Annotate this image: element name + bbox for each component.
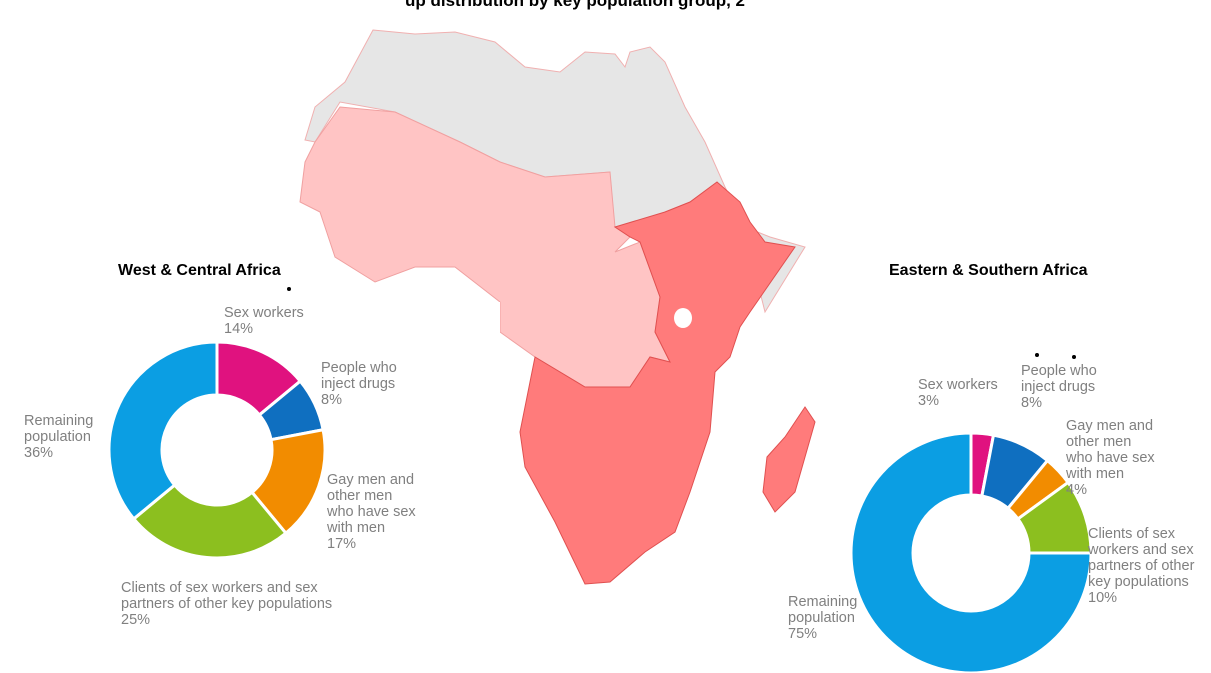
lake-victoria: [674, 308, 692, 328]
label-text: workers and sex: [1088, 542, 1194, 558]
page-title-cut: up distribution by key population group,…: [405, 0, 745, 10]
label-percent: 17%: [327, 536, 357, 552]
donut-slice-clients-of-sex-workers-and-sex-partners-of-other-key-populations: [131, 482, 288, 558]
marker-dot: [1035, 353, 1039, 357]
madagascar: [762, 406, 816, 513]
donut-chart-eastern-southern: [851, 433, 1091, 673]
label-percent: 36%: [24, 445, 54, 461]
label-text: inject drugs: [321, 376, 396, 392]
label-percent: 3%: [918, 393, 939, 409]
label-text: inject drugs: [1021, 379, 1096, 395]
label-text: with men: [1066, 466, 1125, 482]
donut-chart-west-central: [109, 342, 325, 558]
label-percent: 75%: [788, 626, 818, 642]
label-percent: 10%: [1088, 590, 1118, 606]
label-text: other men: [327, 488, 393, 504]
label-text: key populations: [1088, 574, 1189, 590]
label-text: Clients of sex: [1088, 526, 1176, 542]
label-text: Remaining: [788, 594, 858, 610]
label-text: other men: [1066, 434, 1132, 450]
map-marker-dot: [287, 287, 291, 291]
label-text: Sex workers: [224, 305, 304, 321]
label-text: Gay men and: [1066, 418, 1154, 434]
label-percent: 25%: [121, 612, 151, 628]
label-text: population: [788, 610, 855, 626]
chart-title-eastern-southern: Eastern & Southern Africa: [889, 262, 1088, 279]
label-text: population: [24, 429, 91, 445]
label-text: partners of other key populations: [121, 596, 333, 612]
marker-dot: [1072, 355, 1076, 359]
africa-map: [299, 29, 816, 585]
label-text: with men: [327, 520, 386, 536]
chart-title-west-central: West & Central Africa: [118, 262, 281, 279]
label-percent: 4%: [1066, 482, 1087, 498]
donut-slice-remaining-population: [109, 342, 219, 521]
label-percent: 14%: [224, 321, 254, 337]
label-text: Gay men and: [327, 472, 415, 488]
label-percent: 8%: [1021, 395, 1042, 411]
region-eastern-southern-africa: [519, 181, 796, 585]
label-text: who have sex: [327, 504, 416, 520]
label-text: People who: [321, 360, 397, 376]
label-text: Sex workers: [918, 377, 998, 393]
label-text: partners of other: [1088, 558, 1195, 574]
label-percent: 8%: [321, 392, 342, 408]
label-text: who have sex: [1066, 450, 1155, 466]
label-text: Clients of sex workers and sex: [121, 580, 318, 596]
label-text: People who: [1021, 363, 1097, 379]
label-text: Remaining: [24, 413, 94, 429]
